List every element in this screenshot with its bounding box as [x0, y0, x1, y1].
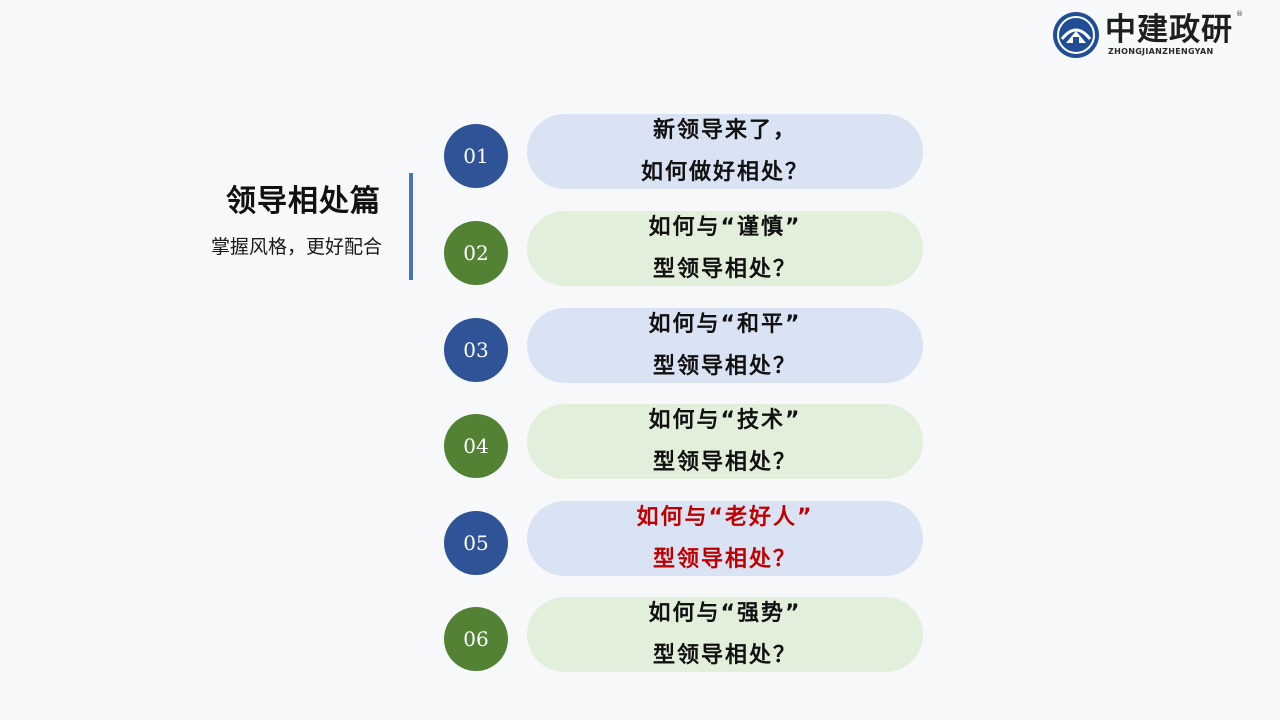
item-pill[interactable]: 如何与“和平” 型领导相处？ — [527, 308, 923, 383]
item-number-badge: 05 — [444, 511, 508, 575]
brand-logo: 中建政研 ZHONGJIANZHENGYAN ® — [1052, 10, 1243, 62]
item-line-1: 如何与“和平” — [648, 311, 802, 337]
list-item-01[interactable]: 01 新领导来了， 如何做好相处？ — [443, 114, 923, 190]
logo-emblem-icon — [1053, 12, 1099, 58]
item-line-2: 型领导相处？ — [652, 256, 797, 282]
item-pill[interactable]: 新领导来了， 如何做好相处？ — [527, 114, 923, 189]
section-subtitle: 掌握风格，更好配合 — [211, 236, 383, 258]
list-item-03[interactable]: 03 如何与“和平” 型领导相处？ — [443, 308, 923, 384]
section-title: 领导相处篇 — [226, 184, 381, 219]
item-line-1: 如何与“技术” — [648, 407, 802, 433]
item-pill-highlighted[interactable]: 如何与“老好人” 型领导相处？ — [527, 501, 923, 576]
item-line-2: 型领导相处？ — [652, 353, 797, 379]
item-line-1: 如何与“老好人” — [636, 504, 814, 530]
item-line-2: 型领导相处？ — [652, 546, 797, 572]
list-item-05[interactable]: 05 如何与“老好人” 型领导相处？ — [443, 501, 923, 577]
item-line-1: 如何与“强势” — [648, 600, 802, 626]
item-number-badge: 06 — [444, 607, 508, 671]
item-pill[interactable]: 如何与“谨慎” 型领导相处？ — [527, 211, 923, 286]
title-divider — [409, 173, 413, 280]
logo-subtext: ZHONGJIANZHENGYAN — [1108, 47, 1214, 56]
item-line-2: 如何做好相处？ — [640, 159, 809, 185]
item-line-2: 型领导相处？ — [652, 642, 797, 668]
item-number-badge: 03 — [444, 318, 508, 382]
item-number-badge: 04 — [444, 414, 508, 478]
item-line-1: 新领导来了， — [652, 117, 797, 143]
item-pill[interactable]: 如何与“技术” 型领导相处？ — [527, 404, 923, 479]
item-line-1: 如何与“谨慎” — [648, 214, 802, 240]
item-number-badge: 01 — [444, 124, 508, 188]
logo-text: 中建政研 — [1105, 12, 1233, 48]
list-item-02[interactable]: 02 如何与“谨慎” 型领导相处？ — [443, 211, 923, 287]
list-item-06[interactable]: 06 如何与“强势” 型领导相处？ — [443, 597, 923, 673]
registered-mark: ® — [1236, 10, 1243, 18]
list-item-04[interactable]: 04 如何与“技术” 型领导相处？ — [443, 404, 923, 480]
item-line-2: 型领导相处？ — [652, 449, 797, 475]
item-number-badge: 02 — [444, 221, 508, 285]
item-pill[interactable]: 如何与“强势” 型领导相处？ — [527, 597, 923, 672]
